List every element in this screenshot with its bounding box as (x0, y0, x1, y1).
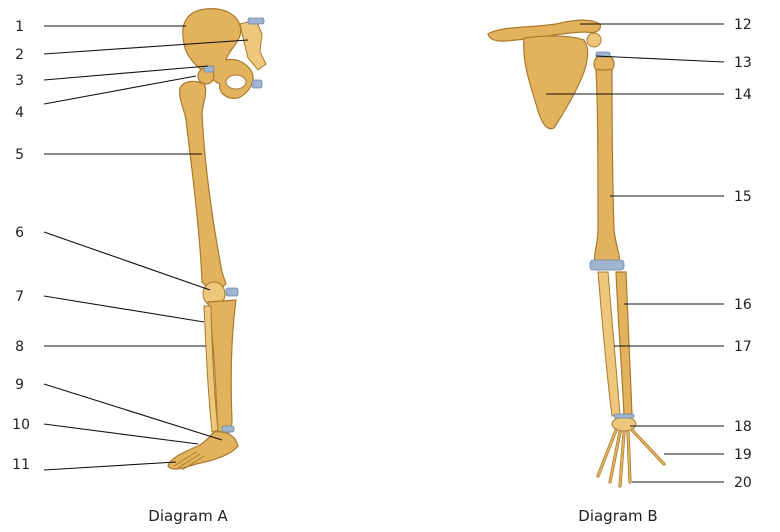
diagram-b: 12 13 14 15 16 17 18 19 20 Diagram B (488, 17, 752, 525)
label-8: 8 (15, 339, 24, 355)
label-13: 13 (734, 55, 752, 71)
label-19: 19 (734, 447, 752, 463)
label-17: 17 (734, 339, 752, 355)
upper-limb-illustration (488, 20, 664, 486)
label-15: 15 (734, 189, 752, 205)
label-2: 2 (15, 47, 24, 63)
femur (180, 81, 226, 288)
sacral-cartilage (248, 18, 264, 24)
label-6: 6 (15, 225, 24, 241)
leader-line-13 (596, 56, 724, 62)
sacrum (240, 20, 266, 70)
label-4: 4 (15, 105, 24, 121)
knee-cartilage (226, 288, 238, 296)
label-9: 9 (15, 377, 24, 393)
label-7: 7 (15, 289, 24, 305)
leader-line-9 (44, 384, 222, 440)
label-1: 1 (15, 19, 24, 35)
label-11: 11 (12, 457, 30, 473)
label-14: 14 (734, 87, 752, 103)
caption-diagram-a: Diagram A (148, 507, 228, 525)
obturator-foramen (226, 75, 246, 89)
label-10: 10 (12, 417, 30, 433)
diagram-a: 1 2 3 4 5 6 7 8 9 10 11 Diagram A (12, 9, 266, 525)
label-5: 5 (15, 147, 24, 163)
hand-bones (598, 430, 664, 486)
label-12: 12 (734, 17, 752, 33)
elbow-cartilage (590, 260, 624, 270)
label-3: 3 (15, 73, 24, 89)
wrist-cartilage (614, 414, 634, 418)
leader-line-7 (44, 296, 204, 322)
scapula (524, 36, 588, 129)
label-20: 20 (734, 475, 752, 491)
leader-line-4 (44, 76, 196, 104)
leader-line-10 (44, 424, 198, 444)
hip-cartilage (204, 66, 214, 72)
humerus (595, 70, 620, 264)
caption-diagram-b: Diagram B (578, 507, 657, 525)
acromion (587, 33, 601, 47)
leader-line-11 (44, 462, 176, 470)
leader-line-6 (44, 232, 210, 290)
label-16: 16 (734, 297, 752, 313)
label-18: 18 (734, 419, 752, 435)
pubic-symphysis (252, 80, 262, 88)
ankle-cartilage (222, 426, 234, 432)
